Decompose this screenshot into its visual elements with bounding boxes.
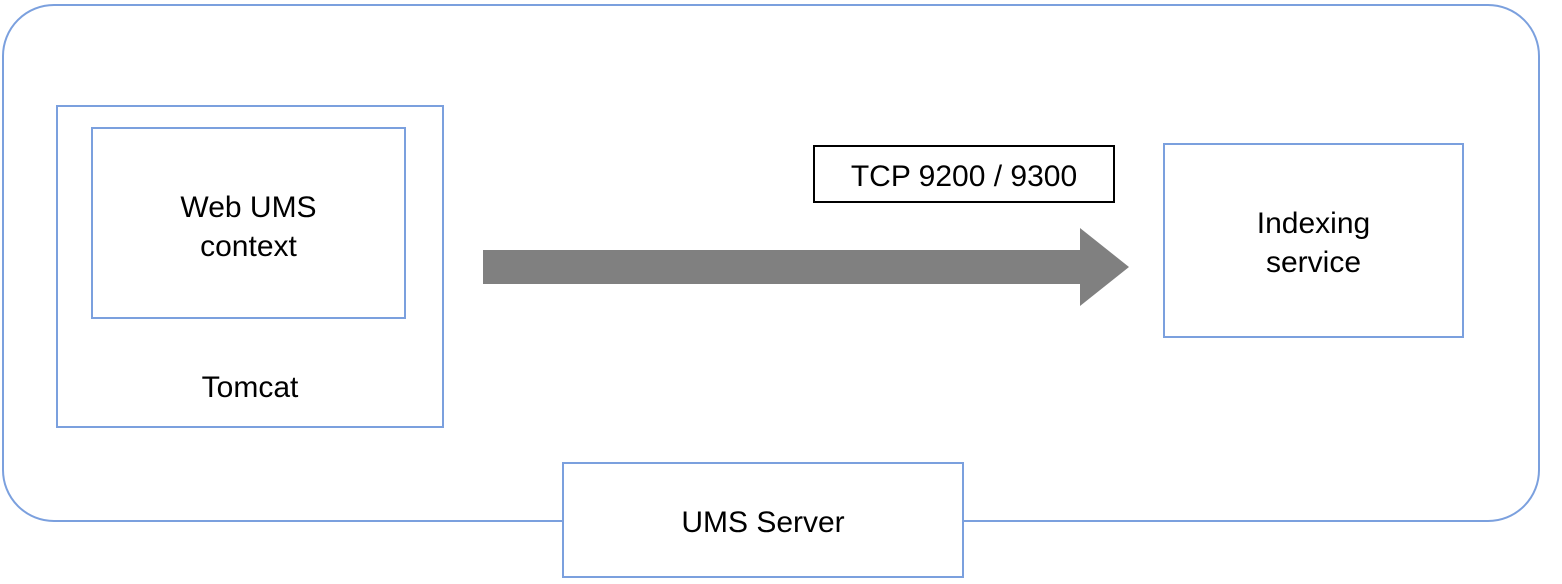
web-ums-context-label: Web UMS context — [180, 191, 317, 263]
tcp-port-annotation-box — [813, 145, 1115, 203]
indexing-service-label: Indexing service — [1256, 207, 1371, 279]
indexing-service-box — [1163, 143, 1464, 338]
web-ums-context-box — [91, 127, 406, 319]
tomcat-label: Tomcat — [201, 371, 299, 404]
ums-server-box — [562, 462, 964, 578]
flow-arrow-right-icon — [483, 228, 1129, 306]
tcp-port-label: TCP 9200 / 9300 — [850, 160, 1078, 193]
ums-server-label: UMS Server — [681, 506, 845, 539]
